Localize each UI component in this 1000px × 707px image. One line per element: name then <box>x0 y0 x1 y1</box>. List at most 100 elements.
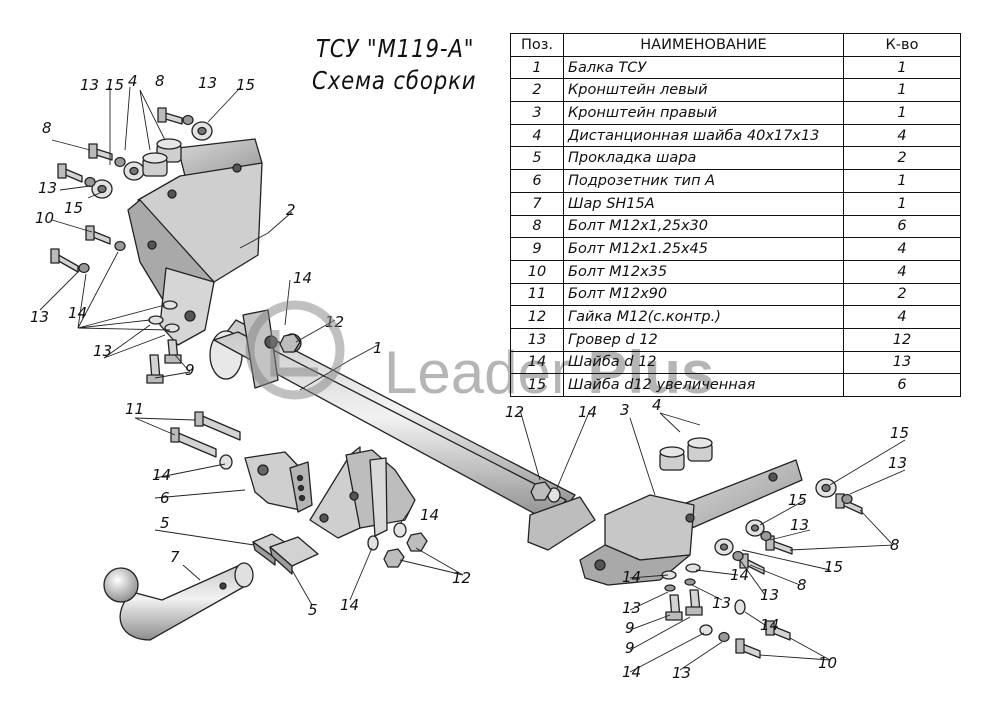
left-bracket-part <box>127 138 263 346</box>
label-15e: 15 <box>788 491 807 509</box>
label-7: 7 <box>170 548 180 566</box>
cell-pos: 7 <box>510 191 564 216</box>
cell-name: Прокладка шара <box>563 146 844 171</box>
cell-qty: 1 <box>843 169 961 193</box>
spacer-parts <box>142 138 713 471</box>
label-14e: 14 <box>420 506 439 524</box>
label-13d: 13 <box>30 308 49 326</box>
bolt-parts <box>50 107 863 659</box>
cell-pos: 2 <box>510 78 564 103</box>
label-3: 3 <box>620 401 630 419</box>
label-13g: 13 <box>790 516 809 534</box>
label-14f: 14 <box>578 403 597 421</box>
cell-qty: 1 <box>843 55 961 80</box>
label-13k: 13 <box>672 664 691 682</box>
cell-name: Болт М12х35 <box>563 259 844 284</box>
drawing-title: ТСУ "М119-А" <box>316 34 475 63</box>
label-9c: 9 <box>625 639 635 657</box>
cell-name: Шайба d12 увеличенная <box>563 373 844 397</box>
label-13c: 13 <box>38 179 57 197</box>
label-13h: 13 <box>760 586 779 604</box>
label-14b: 14 <box>293 269 312 287</box>
watermark-logo-icon <box>245 300 345 400</box>
cell-qty: 1 <box>843 191 961 216</box>
cell-qty: 1 <box>843 78 961 103</box>
cell-qty: 4 <box>843 305 961 329</box>
cell-name: Шар SH15A <box>563 191 844 216</box>
label-9: 9 <box>185 361 195 379</box>
cell-pos: 5 <box>510 146 564 171</box>
cell-pos: 13 <box>510 327 564 352</box>
cell-pos: 1 <box>510 55 564 80</box>
label-15b: 15 <box>236 76 255 94</box>
label-8: 8 <box>155 72 165 90</box>
cell-name: Шайба d 12 <box>563 350 844 375</box>
cell-name: Гровер d 12 <box>563 327 844 352</box>
label-13b: 13 <box>198 74 217 92</box>
label-2: 2 <box>286 201 296 219</box>
label-14g: 14 <box>622 568 641 586</box>
label-15f: 15 <box>824 558 843 576</box>
part-number-labels: 1 2 3 4 4 5 5 6 7 8 8 8 8 9 9 9 10 10 11… <box>30 72 909 682</box>
cell-qty: 1 <box>843 101 961 125</box>
label-4: 4 <box>128 72 138 90</box>
washer-parts <box>78 114 853 643</box>
cell-pos: 14 <box>510 350 564 375</box>
label-5: 5 <box>160 514 170 532</box>
cell-qty: 12 <box>843 327 961 352</box>
label-14c: 14 <box>152 466 171 484</box>
cell-name: Болт М12х1.25х45 <box>563 237 844 261</box>
ball-pad-parts <box>252 533 319 575</box>
label-13: 13 <box>80 76 99 94</box>
cell-qty: 4 <box>843 123 961 148</box>
cell-qty: 6 <box>843 214 961 239</box>
cell-name: Дистанционная шайба 40x17x13 <box>563 123 844 148</box>
cell-pos: 3 <box>510 101 564 125</box>
cell-qty: 13 <box>843 350 961 375</box>
cell-pos: 10 <box>510 259 564 284</box>
label-8d: 8 <box>797 576 807 594</box>
label-13f: 13 <box>888 454 907 472</box>
cell-name: Кронштейн левый <box>563 78 844 103</box>
label-10b: 10 <box>818 654 837 672</box>
label-15d: 15 <box>890 424 909 442</box>
cell-pos: 9 <box>510 237 564 261</box>
label-6: 6 <box>160 489 170 507</box>
label-14h: 14 <box>730 566 749 584</box>
label-13e: 13 <box>93 342 112 360</box>
tow-ball-part <box>103 562 254 641</box>
cell-name: Кронштейн правый <box>563 101 844 125</box>
cell-qty: 4 <box>843 259 961 284</box>
cell-name: Гайка М12(с.контр.) <box>563 305 844 329</box>
socket-plate-part <box>244 451 313 513</box>
label-15c: 15 <box>64 199 83 217</box>
label-12c: 12 <box>452 569 471 587</box>
drawing-subtitle: Схема сборки <box>312 66 477 95</box>
cell-name: Болт М12х90 <box>563 282 844 307</box>
label-8c: 8 <box>890 536 900 554</box>
nut-parts <box>279 333 552 568</box>
label-1: 1 <box>373 339 383 357</box>
cell-pos: 6 <box>510 169 564 193</box>
label-14d: 14 <box>340 596 359 614</box>
header-qty: К-во <box>843 33 961 57</box>
cell-qty: 4 <box>843 237 961 261</box>
label-4b: 4 <box>652 396 662 414</box>
cell-name: Балка ТСУ <box>563 55 844 80</box>
label-14: 14 <box>68 304 87 322</box>
